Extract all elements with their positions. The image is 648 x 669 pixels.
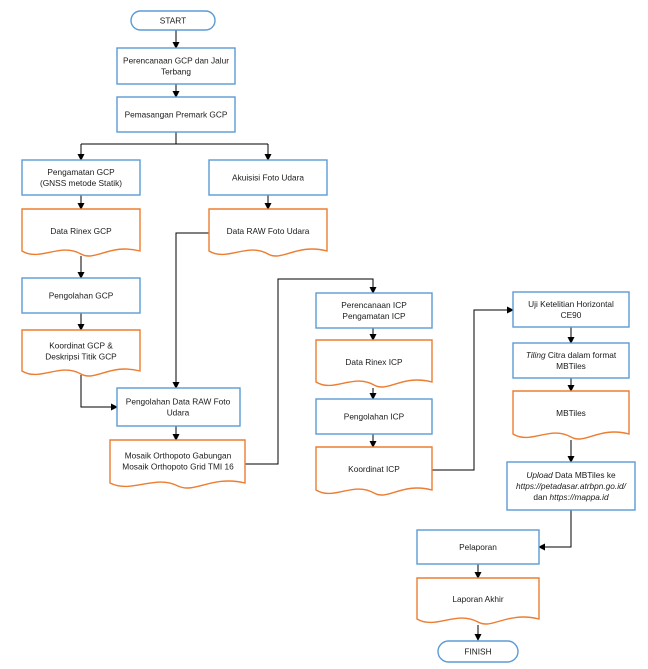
node-label-line: Mosaik Orthopoto Grid TMI 16 xyxy=(122,462,234,472)
process-olah-gcp: Pengolahan GCP xyxy=(21,277,141,314)
process-obs-gcp: Pengamatan GCP(GNSS metode Statik) xyxy=(21,159,141,196)
node-label: START xyxy=(160,16,186,26)
node-label-line: Udara xyxy=(167,408,190,418)
node-label: Koordinat ICP xyxy=(348,464,400,474)
node-label-line: dan https://mappa.id xyxy=(533,492,609,502)
node-label-line: Uji Ketelitian Horizontal xyxy=(528,299,614,309)
node-label-line: START xyxy=(160,16,186,26)
document-rinex-icp: Data Rinex ICP xyxy=(315,339,433,388)
node-label: Laporan Akhir xyxy=(452,594,503,604)
node-label: Data Rinex GCP xyxy=(50,226,112,236)
edge-koord-olahraw xyxy=(80,375,118,411)
node-label-line: Data Rinex ICP xyxy=(345,357,403,367)
node-label: Koordinat GCP &Deskripsi Titik GCP xyxy=(45,341,117,362)
node-label-line: Terbang xyxy=(161,67,191,77)
node-label-line: Data RAW Foto Udara xyxy=(227,226,310,236)
node-label: FINISH xyxy=(464,647,491,657)
node-label: Pengolahan ICP xyxy=(344,412,405,422)
document-laporan: Laporan Akhir xyxy=(416,577,540,625)
node-label-line: Pelaporan xyxy=(459,542,497,552)
node-label-line: (GNSS metode Statik) xyxy=(40,178,122,188)
node-label-line: Koordinat GCP & xyxy=(49,341,113,351)
process-olah-icp: Pengolahan ICP xyxy=(315,398,433,435)
node-label-line: Pemasangan Premark GCP xyxy=(125,110,228,120)
edge-raw-olahraw xyxy=(172,232,209,389)
node-label: Pelaporan xyxy=(459,542,497,552)
node-label-line: Koordinat ICP xyxy=(348,464,400,474)
node-label-line: MBTiles xyxy=(556,408,586,418)
document-mbtiles: MBTiles xyxy=(512,390,630,440)
node-label: Pengamatan GCP(GNSS metode Statik) xyxy=(40,167,122,188)
node-label-line: Laporan Akhir xyxy=(452,594,503,604)
edge-mosaik-planicp xyxy=(245,278,377,465)
start-terminal: START xyxy=(130,10,216,31)
finish-terminal: FINISH xyxy=(437,640,519,663)
node-label: Pemasangan Premark GCP xyxy=(125,110,228,120)
node-label-line: Deskripsi Titik GCP xyxy=(45,352,117,362)
node-label: MBTiles xyxy=(556,408,586,418)
edge-upload-pelaporan xyxy=(538,510,572,551)
node-label-line: CE90 xyxy=(561,310,582,320)
node-label-line: Data Rinex GCP xyxy=(50,226,112,236)
node-label-line: MBTiles xyxy=(556,361,586,371)
node-label-line: Tiling Citra dalam format xyxy=(526,350,617,360)
process-akuisisi: Akuisisi Foto Udara xyxy=(208,159,328,196)
node-label-line: Mosaik Orthopoto Gabungan xyxy=(125,451,232,461)
node-label-line: Pengolahan ICP xyxy=(344,412,405,422)
node-label-line: Perencanaan GCP dan Jalur xyxy=(123,56,229,66)
edge-premark-split xyxy=(81,132,268,145)
node-label-line: FINISH xyxy=(464,647,491,657)
document-rinex-gcp: Data Rinex GCP xyxy=(21,208,141,257)
node-label: Pengolahan GCP xyxy=(49,291,114,301)
node-label-line: https://petadasar.atrbpn.go.id/ xyxy=(516,481,628,491)
node-label: Akuisisi Foto Udara xyxy=(232,173,304,183)
node-label-line: Upload Data MBTiles ke xyxy=(526,470,616,480)
node-label-line: Akuisisi Foto Udara xyxy=(232,173,304,183)
document-koord-icp: Koordinat ICP xyxy=(315,446,433,496)
node-label-line: Pengolahan Data RAW Foto xyxy=(126,397,231,407)
node-label-line: Perencanaan ICP xyxy=(341,300,407,310)
node-label: Data Rinex ICP xyxy=(345,357,403,367)
process-pelaporan: Pelaporan xyxy=(416,529,540,565)
node-label: Data RAW Foto Udara xyxy=(227,226,310,236)
edge-koordicp-uji xyxy=(429,306,514,471)
node-label-line: Pengolahan GCP xyxy=(49,291,114,301)
document-koord-gcp: Koordinat GCP &Deskripsi Titik GCP xyxy=(21,329,141,377)
node-label-line: Pengamatan GCP xyxy=(47,167,115,177)
node-label-line: Pengamatan ICP xyxy=(342,311,406,321)
document-raw-foto: Data RAW Foto Udara xyxy=(208,208,328,257)
process-premark: Pemasangan Premark GCP xyxy=(116,96,236,133)
edges xyxy=(77,30,575,641)
